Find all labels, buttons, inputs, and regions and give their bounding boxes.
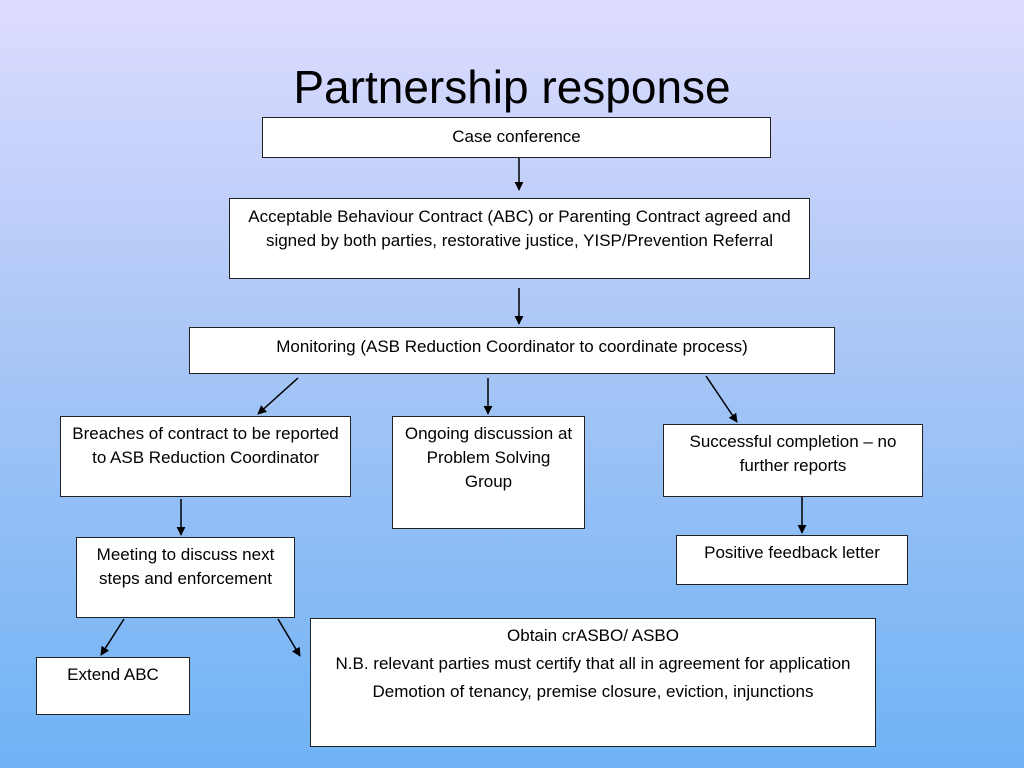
meeting-box: Meeting to discuss next steps and enforc… xyxy=(76,537,295,618)
obtain-asbo-line: Obtain crASBO/ ASBO xyxy=(507,626,679,645)
arrow-meeting-to-extend xyxy=(100,618,125,656)
monitoring-box: Monitoring (ASB Reduction Coordinator to… xyxy=(189,327,835,374)
case-conference-label: Case conference xyxy=(452,127,581,146)
contract-label: Acceptable Behaviour Contract (ABC) or P… xyxy=(248,207,791,250)
certify-note-line: N.B. relevant parties must certify that … xyxy=(335,654,851,673)
case-conference-box: Case conference xyxy=(262,117,771,158)
page-title: Partnership response xyxy=(293,61,731,113)
ongoing-discussion-label: Ongoing discussion at Problem Solving Gr… xyxy=(404,424,573,491)
extend-abc-label: Extend ABC xyxy=(67,665,159,684)
arrow-monitoring-to-breaches xyxy=(257,377,299,415)
positive-feedback-label: Positive feedback letter xyxy=(704,543,880,562)
successful-completion-label: Successful completion – no further repor… xyxy=(689,432,897,475)
positive-feedback-box: Positive feedback letter xyxy=(676,535,908,585)
monitoring-label: Monitoring (ASB Reduction Coordinator to… xyxy=(276,337,748,356)
arrow-monitoring-to-successful xyxy=(705,375,738,423)
arrow-meeting-to-obtain xyxy=(277,618,301,657)
breaches-label: Breaches of contract to be reported to A… xyxy=(72,424,339,467)
demotion-line: Demotion of tenancy, premise closure, ev… xyxy=(372,682,814,701)
meeting-label: Meeting to discuss next steps and enforc… xyxy=(96,545,275,588)
successful-completion-box: Successful completion – no further repor… xyxy=(663,424,923,497)
obtain-asbo-box: Obtain crASBO/ ASBO N.B. relevant partie… xyxy=(310,618,876,747)
extend-abc-box: Extend ABC xyxy=(36,657,190,715)
breaches-box: Breaches of contract to be reported to A… xyxy=(60,416,351,497)
ongoing-discussion-box: Ongoing discussion at Problem Solving Gr… xyxy=(392,416,585,529)
contract-box: Acceptable Behaviour Contract (ABC) or P… xyxy=(229,198,810,279)
